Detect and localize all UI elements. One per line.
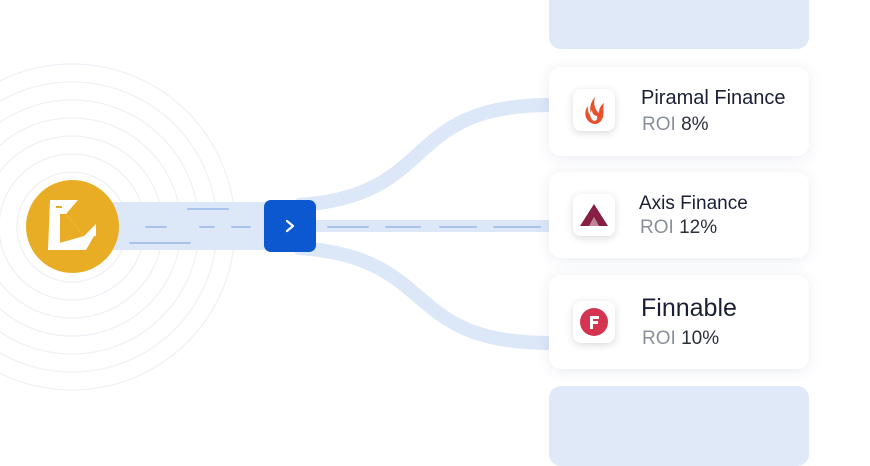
placeholder-card-bottom [549, 386, 809, 466]
go-button[interactable] [264, 200, 316, 252]
lender-routing-graphic: Piramal Finance ROI 8% Axis Finance ROI … [0, 0, 809, 466]
lender-name: Piramal Finance [641, 87, 786, 109]
branch-pipe-top [293, 98, 557, 212]
lender-name: Axis Finance [639, 193, 748, 214]
lender-name: Finnable [641, 294, 737, 322]
branch-pipe-bottom [293, 241, 557, 350]
branch-pipe-middle [310, 220, 550, 232]
roi-label: ROI [640, 217, 674, 238]
finnable-logo [573, 301, 615, 343]
lender-roi: ROI 10% [642, 328, 719, 350]
roi-value: 12% [679, 217, 718, 238]
roi-value: 10% [681, 328, 720, 349]
chevron-right-icon [285, 219, 295, 233]
lender-roi: ROI 12% [640, 217, 717, 239]
roi-value: 8% [681, 114, 709, 135]
lender-card-axis[interactable]: Axis Finance ROI 12% [549, 172, 809, 258]
lender-card-piramal[interactable]: Piramal Finance ROI 8% [549, 67, 809, 156]
lender-roi: ROI 8% [642, 114, 709, 136]
piramal-flame-icon [585, 97, 604, 124]
placeholder-card-top [549, 0, 809, 49]
k-logo-icon [26, 180, 119, 273]
finnable-logo-icon [580, 308, 608, 336]
flow-dashes [129, 208, 541, 244]
axis-logo [573, 194, 615, 236]
lender-card-finnable[interactable]: Finnable ROI 10% [549, 275, 809, 369]
piramal-logo [573, 89, 615, 131]
roi-label: ROI [642, 328, 676, 349]
connection-graphic [0, 63, 557, 391]
roi-label: ROI [642, 114, 676, 135]
axis-logo-icon [580, 204, 608, 226]
